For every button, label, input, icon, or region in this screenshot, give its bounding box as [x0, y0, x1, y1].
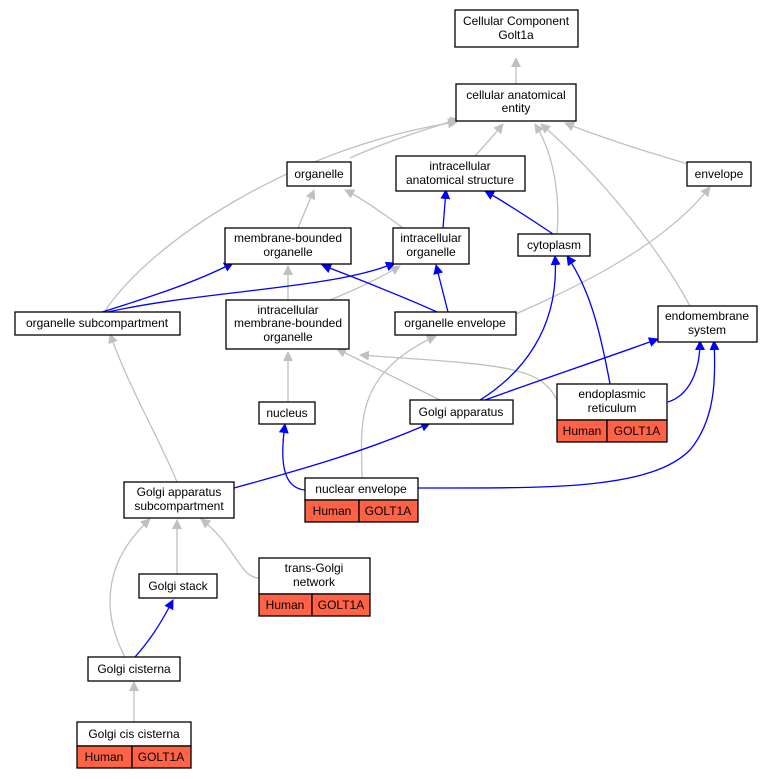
node-organelle-subcompartment[interactable]: organelle subcompartment: [14, 311, 181, 336]
edge-endomembrane-to-entity: [540, 123, 691, 307]
node-intracellular-anatomical-structure[interactable]: intracellular anatomical structure: [395, 155, 526, 192]
node-cellular-anatomical-entity[interactable]: cellular anatomical entity: [455, 83, 577, 122]
node-golgi-cisterna[interactable]: Golgi cisterna: [87, 656, 181, 682]
edge-organelle-envelope-to-envelope: [497, 186, 711, 323]
edge-golgi-subcompartment-to-golgi: [233, 422, 431, 489]
node-label-line: cellular anatomical: [466, 88, 565, 102]
edge-nuclear-envelope-to-organelle-envelope: [360, 335, 437, 479]
gene-cell: [131, 745, 192, 769]
edge-golgi-to-intracellular-mbo: [336, 348, 441, 401]
node-label-line: subcompartment: [134, 499, 224, 513]
edge-subcompartment-to-entity: [102, 118, 458, 315]
node-label-line: organelle: [263, 330, 313, 344]
node-label-line: organelle envelope: [404, 316, 506, 330]
node-label-line: Golt1a: [498, 28, 534, 42]
node-label-line: intracellular: [257, 303, 318, 317]
node-label-line: organelle: [406, 245, 456, 259]
edge-membrane-bounded-to-organelle: [297, 189, 316, 229]
edge-subcompartment-to-intracellular-organelle: [98, 261, 396, 315]
node-golgi-cis-cisterna[interactable]: Golgi cis cisterna Human GOLT1A: [76, 721, 192, 769]
edge-nuclear-envelope-to-nucleus: [278, 423, 306, 491]
node-label-line: Golgi apparatus: [137, 485, 222, 499]
node-label-line: Golgi cis cisterna: [88, 727, 180, 741]
edge-subcompartment-to-membrane-bounded: [95, 262, 234, 315]
node-label-line: membrane-bounded: [234, 316, 342, 330]
edge-golgi-to-cytoplasm: [479, 255, 561, 401]
gene-cell: [358, 499, 419, 523]
node-label-line: system: [688, 323, 726, 337]
edge-cisterna-to-golgi-subcompartment: [109, 518, 151, 658]
node-organelle[interactable]: organelle: [286, 161, 352, 187]
edge-golgi-to-endomembrane: [484, 337, 659, 401]
node-label-line: trans-Golgi: [285, 561, 344, 575]
node-organelle-envelope[interactable]: organelle envelope: [394, 311, 517, 336]
node-golgi-apparatus-subcompartment[interactable]: Golgi apparatus subcompartment: [123, 481, 235, 519]
species-label: Human: [563, 424, 602, 438]
node-label-line: membrane-bounded: [234, 231, 342, 245]
node-label-line: intracellular: [400, 231, 461, 245]
node-label-line: organelle: [263, 245, 313, 259]
node-membrane-bounded-organelle[interactable]: membrane-bounded organelle: [224, 227, 352, 265]
node-nuclear-envelope[interactable]: nuclear envelope Human GOLT1A: [304, 477, 419, 523]
species-label: Human: [313, 504, 352, 518]
node-label-line: Golgi cisterna: [97, 662, 171, 676]
part-of-edges: [95, 189, 720, 658]
species-label: Human: [85, 750, 124, 764]
node-endomembrane-system[interactable]: endomembrane system: [657, 305, 758, 343]
gene-label: GOLT1A: [318, 598, 364, 612]
node-intracellular-membrane-bounded-organelle[interactable]: intracellular membrane-bounded organelle: [225, 299, 350, 350]
edge-cytoplasm-to-intracellular-structure: [484, 190, 554, 235]
node-nucleus[interactable]: nucleus: [258, 401, 316, 425]
edge-intracellular-organelle-to-organelle: [344, 189, 404, 229]
gene-label: GOLT1A: [138, 750, 184, 764]
node-label-line: endomembrane: [665, 309, 749, 323]
edge-trans-golgi-to-golgi-subcompartment: [200, 518, 260, 579]
edge-envelope-to-entity: [564, 121, 689, 165]
node-label-line: Golgi apparatus: [419, 405, 504, 419]
node-cellular-component[interactable]: Cellular Component Golt1a: [454, 9, 579, 48]
node-label-line: envelope: [695, 167, 744, 181]
node-label-line: Golgi stack: [148, 579, 208, 593]
edge-er-to-endomembrane: [667, 340, 705, 403]
edge-intracellular-structure-to-entity: [474, 123, 504, 157]
gene-label: GOLT1A: [614, 424, 660, 438]
gene-cell: [311, 593, 371, 617]
node-label-line: cytoplasm: [527, 238, 581, 252]
species-label: Human: [266, 598, 305, 612]
edge-organelle-envelope-to-intracellular-organelle: [433, 264, 449, 313]
node-label-line: nuclear envelope: [315, 482, 407, 496]
node-trans-golgi-network[interactable]: trans-Golgi network Human GOLT1A: [258, 557, 371, 617]
edge-organelle-envelope-to-membrane-bounded: [321, 263, 438, 313]
node-label-line: anatomical structure: [406, 173, 514, 187]
edge-intracellular-organelle-to-intracellular-structure: [440, 189, 451, 229]
node-label-line: endoplasmic: [578, 387, 645, 401]
edge-er-to-cytoplasm: [566, 255, 611, 385]
node-label-line: Cellular Component: [463, 14, 570, 28]
edge-golgi-subcompartment-to-organelle-subcompartment: [108, 333, 178, 483]
node-label-line: network: [293, 575, 336, 589]
is-a-edges: [102, 57, 711, 722]
node-label-line: intracellular: [429, 159, 490, 173]
node-golgi-stack[interactable]: Golgi stack: [138, 573, 218, 599]
node-cytoplasm[interactable]: cytoplasm: [517, 233, 591, 257]
gene-label: GOLT1A: [365, 504, 411, 518]
node-label-line: reticulum: [588, 401, 637, 415]
node-label-line: organelle: [294, 167, 344, 181]
edge-nuclear-envelope-to-endomembrane: [417, 340, 720, 489]
node-envelope[interactable]: envelope: [686, 161, 752, 187]
node-golgi-apparatus[interactable]: Golgi apparatus: [409, 399, 514, 425]
edge-er-to-intracellular-mbo: [359, 350, 558, 401]
edge-cisterna-to-golgi-stack: [134, 599, 174, 658]
edge-intracellular-mbo-to-intracellular-organelle: [329, 265, 401, 301]
node-endoplasmic-reticulum[interactable]: endoplasmic reticulum Human GOLT1A: [556, 383, 668, 443]
node-label-line: nucleus: [266, 406, 307, 420]
node-label-line: organelle subcompartment: [26, 316, 169, 330]
node-label-line: entity: [502, 101, 531, 115]
edge-cytoplasm-to-entity: [534, 123, 559, 235]
gene-cell: [606, 419, 668, 443]
node-intracellular-organelle[interactable]: intracellular organelle: [392, 227, 470, 265]
